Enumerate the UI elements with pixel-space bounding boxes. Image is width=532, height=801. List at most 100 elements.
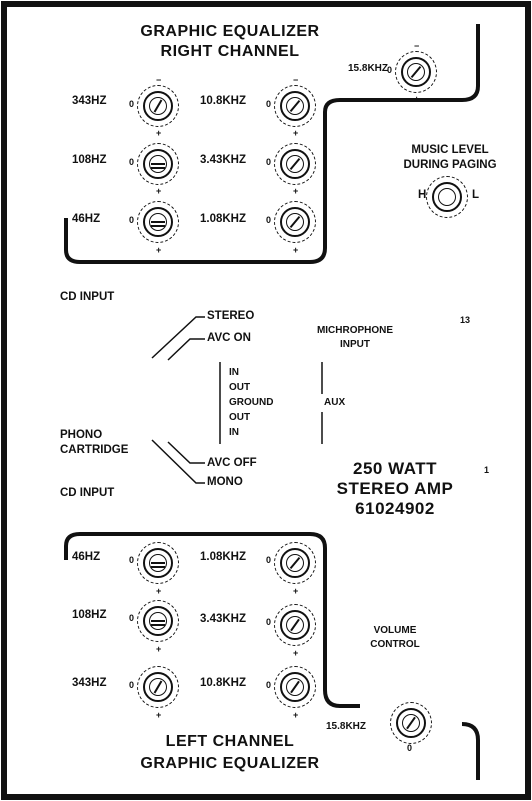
right-eq-343hz-ring: [137, 85, 179, 127]
left-eq-46hz-zero: 0: [129, 555, 135, 565]
right-eq-10-8khz-ring: [274, 85, 316, 127]
left-eq-10-8khz-ring: [274, 666, 316, 708]
right-eq-label-1-08khz: 1.08KHZ: [200, 213, 247, 225]
right-eq-10-8khz-knob[interactable]: [280, 91, 310, 121]
music-level-label-line1: MUSIC LEVEL: [411, 144, 489, 156]
header-title-line2: RIGHT CHANNEL: [160, 43, 300, 60]
right-eq-108hz-plus: +: [156, 186, 162, 196]
left-eq-label-15-8khz: 15.8KHZ: [326, 721, 367, 732]
right-eq-343hz-minus: −: [156, 75, 162, 85]
left-eq-10-8khz-knob[interactable]: [280, 672, 310, 702]
right-eq-3-43khz-plus: +: [293, 186, 299, 196]
footer-title-line2: GRAPHIC EQUALIZER: [140, 755, 320, 772]
aux-row-in-2: IN: [229, 427, 239, 438]
right-eq-343hz-zero: 0: [129, 99, 135, 109]
amp-model-number: 61024902: [355, 499, 435, 518]
right-eq-15-8khz-minus: −: [414, 41, 420, 51]
right-eq-46hz-ring: [137, 201, 179, 243]
right-eq-label-10-8khz: 10.8KHZ: [200, 95, 247, 107]
volume-zero-mark: 0: [407, 743, 413, 753]
page-mark-bottom: 1: [484, 465, 490, 475]
right-eq-10-8khz-plus: +: [293, 128, 299, 138]
left-eq-108hz-plus: +: [156, 644, 162, 654]
left-eq-1-08khz-knob[interactable]: [280, 548, 310, 578]
cd-input-top-label: CD INPUT: [60, 291, 115, 303]
right-eq-label-343hz: 343HZ: [72, 95, 107, 107]
phono-label-line2: CARTRIDGE: [60, 444, 129, 456]
left-eq-1-08khz-zero: 0: [266, 555, 272, 565]
left-eq-343hz-plus: +: [156, 710, 162, 720]
aux-row-out-2: OUT: [229, 412, 251, 423]
right-eq-108hz-knob[interactable]: [143, 149, 173, 179]
amp-type-label: STEREO AMP: [336, 479, 454, 498]
amp-watt-label: 250 WATT: [353, 459, 437, 478]
left-eq-10-8khz-plus: +: [293, 710, 299, 720]
aux-row-ground: GROUND: [229, 397, 274, 408]
left-eq-3-43khz-ring: [274, 604, 316, 646]
music-level-knob[interactable]: [432, 182, 462, 212]
right-eq-10-8khz-zero: 0: [266, 99, 272, 109]
right-eq-1-08khz-knob[interactable]: [280, 207, 310, 237]
right-eq-10-8khz-minus: −: [293, 75, 299, 85]
volume-knob[interactable]: [396, 708, 426, 738]
right-eq-3-43khz-ring: [274, 143, 316, 185]
right-eq-15-8khz-ring: [395, 51, 437, 93]
left-eq-3-43khz-plus: +: [293, 648, 299, 658]
left-eq-label-108hz: 108HZ: [72, 609, 107, 621]
left-eq-label-46hz: 46HZ: [72, 551, 101, 563]
right-eq-46hz-knob[interactable]: [143, 207, 173, 237]
left-eq-label-10-8khz: 10.8KHZ: [200, 677, 247, 689]
left-eq-46hz-plus: +: [156, 586, 162, 596]
right-eq-108hz-zero: 0: [129, 157, 135, 167]
volume-ring: [390, 702, 432, 744]
right-eq-15-8khz-zero: 0: [387, 65, 393, 75]
phono-label-line1: PHONO: [60, 429, 103, 441]
left-eq-1-08khz-ring: [274, 542, 316, 584]
stereo-label: STEREO: [207, 310, 255, 322]
left-eq-343hz-ring: [137, 666, 179, 708]
right-eq-1-08khz-plus: +: [293, 245, 299, 255]
volume-label-line1: VOLUME: [373, 625, 417, 636]
left-eq-3-43khz-zero: 0: [266, 617, 272, 627]
aux-label: AUX: [324, 397, 346, 408]
left-eq-46hz-ring: [137, 542, 179, 584]
right-eq-label-15-8khz: 15.8KHZ: [348, 63, 389, 74]
music-level-high-label: H: [418, 189, 427, 201]
cd-input-bottom-label: CD INPUT: [60, 487, 115, 499]
right-eq-1-08khz-zero: 0: [266, 215, 272, 225]
music-level-ring: [426, 176, 468, 218]
left-eq-108hz-zero: 0: [129, 613, 135, 623]
aux-row-out-1: OUT: [229, 382, 251, 393]
right-eq-3-43khz-knob[interactable]: [280, 149, 310, 179]
left-eq-108hz-knob[interactable]: [143, 606, 173, 636]
left-eq-label-1-08khz: 1.08KHZ: [200, 551, 247, 563]
volume-label-line2: CONTROL: [370, 639, 420, 650]
right-eq-46hz-plus: +: [156, 245, 162, 255]
right-eq-label-46hz: 46HZ: [72, 213, 101, 225]
microphone-label-line1: MICHROPHONE: [316, 325, 394, 336]
right-eq-15-8khz-plus: +: [414, 94, 420, 104]
left-eq-343hz-knob[interactable]: [143, 672, 173, 702]
left-eq-label-343hz: 343HZ: [72, 677, 107, 689]
left-eq-108hz-ring: [137, 600, 179, 642]
right-eq-108hz-ring: [137, 143, 179, 185]
right-eq-label-108hz: 108HZ: [72, 154, 107, 166]
avc-on-label: AVC ON: [207, 332, 251, 344]
left-eq-3-43khz-knob[interactable]: [280, 610, 310, 640]
music-level-label-line2: DURING PAGING: [403, 159, 497, 171]
avc-off-label: AVC OFF: [207, 457, 257, 469]
page-mark-top: 13: [460, 315, 471, 325]
right-eq-3-43khz-zero: 0: [266, 157, 272, 167]
right-eq-46hz-zero: 0: [129, 215, 135, 225]
header-title-line1: GRAPHIC EQUALIZER: [140, 23, 320, 40]
mono-label: MONO: [207, 476, 243, 488]
right-eq-343hz-knob[interactable]: [143, 91, 173, 121]
right-eq-343hz-plus: +: [156, 128, 162, 138]
microphone-label-line2: INPUT: [340, 339, 370, 350]
left-eq-1-08khz-plus: +: [293, 586, 299, 596]
left-eq-46hz-knob[interactable]: [143, 548, 173, 578]
right-eq-15-8khz-knob[interactable]: [401, 57, 431, 87]
left-eq-10-8khz-zero: 0: [266, 680, 272, 690]
